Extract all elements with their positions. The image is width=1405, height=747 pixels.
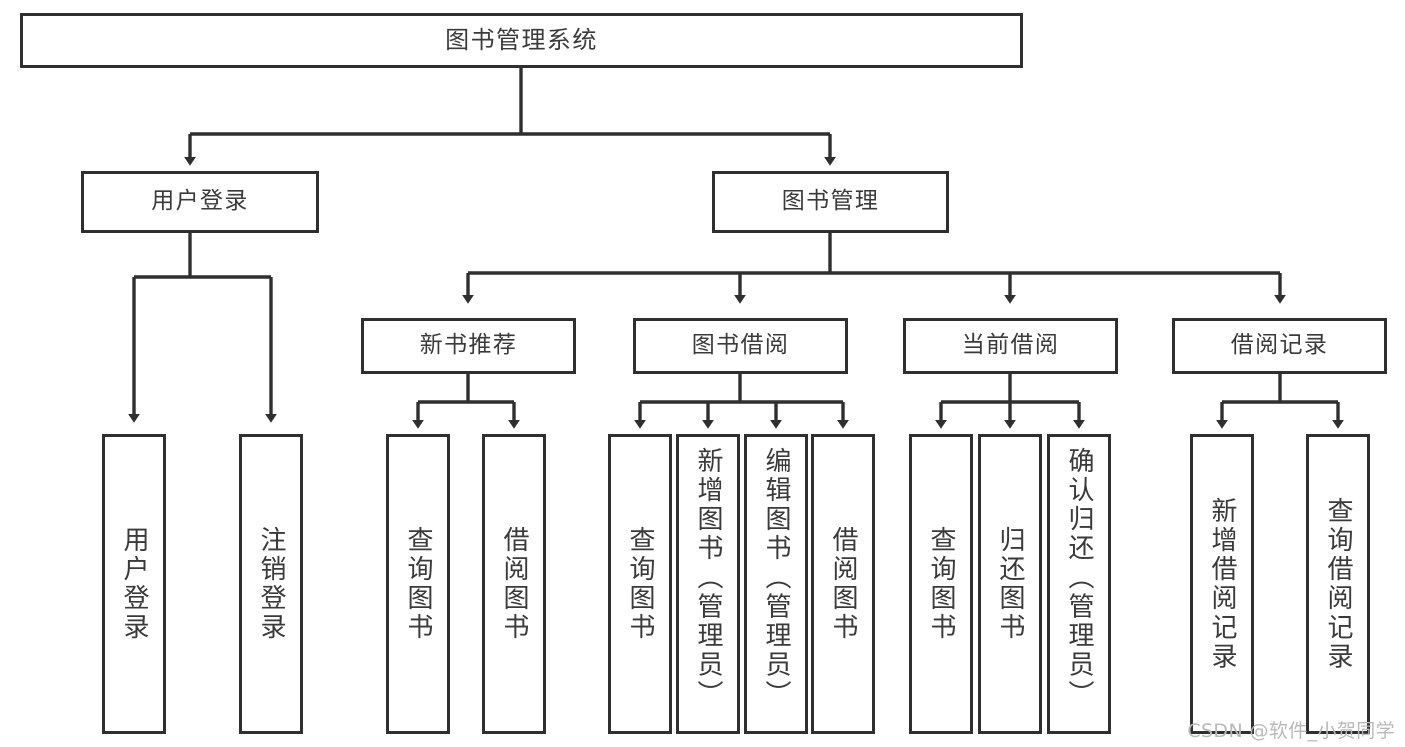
watermark: CSDN @软件_小贺同学 <box>1187 720 1395 742</box>
node-label: 图书借阅 <box>691 332 790 359</box>
node-label: 编辑图书（管理员） <box>761 447 791 710</box>
node-label: 借阅图书 <box>499 525 529 643</box>
leaf-borrow-book-recommend[interactable]: 借阅图书 <box>482 434 546 734</box>
node-label: 借阅图书 <box>828 525 858 643</box>
leaf-edit-book-admin[interactable]: 编辑图书（管理员） <box>744 434 808 734</box>
leaf-user-login[interactable]: 用户登录 <box>102 434 166 734</box>
leaf-confirm-return-admin[interactable]: 确认归还（管理员） <box>1047 434 1111 734</box>
node-new-book-recommend[interactable]: 新书推荐 <box>361 318 576 374</box>
node-label: 当前借阅 <box>961 332 1060 359</box>
node-label: 查询图书 <box>926 525 956 643</box>
leaf-query-book-current[interactable]: 查询图书 <box>909 434 973 734</box>
node-book-borrow[interactable]: 图书借阅 <box>633 318 848 374</box>
node-label: 新书推荐 <box>419 332 518 359</box>
node-label: 用户登录 <box>119 525 149 643</box>
leaf-query-book-borrow[interactable]: 查询图书 <box>608 434 672 734</box>
node-label: 确认归还（管理员） <box>1064 447 1094 710</box>
leaf-return-book[interactable]: 归还图书 <box>978 434 1042 734</box>
node-label: 注销登录 <box>256 525 286 643</box>
node-label: 图书管理 <box>781 188 880 215</box>
node-label: 新增图书（管理员） <box>693 447 723 710</box>
leaf-borrow-book[interactable]: 借阅图书 <box>811 434 875 734</box>
node-label: 图书管理系统 <box>445 26 598 55</box>
node-label: 新增借阅记录 <box>1207 496 1237 672</box>
node-user-login[interactable]: 用户登录 <box>81 171 319 233</box>
node-label: 用户登录 <box>151 188 249 215</box>
node-book-management[interactable]: 图书管理 <box>712 171 949 233</box>
leaf-add-borrow-record[interactable]: 新增借阅记录 <box>1190 434 1254 734</box>
node-label: 查询图书 <box>625 525 655 643</box>
leaf-logout[interactable]: 注销登录 <box>239 434 303 734</box>
node-root-book-management-system[interactable]: 图书管理系统 <box>20 13 1023 68</box>
node-label: 借阅记录 <box>1230 332 1329 359</box>
node-label: 查询图书 <box>403 525 433 643</box>
node-borrow-record[interactable]: 借阅记录 <box>1172 318 1387 374</box>
leaf-query-book-recommend[interactable]: 查询图书 <box>386 434 450 734</box>
leaf-query-borrow-record[interactable]: 查询借阅记录 <box>1306 434 1370 734</box>
node-label: 查询借阅记录 <box>1323 496 1353 672</box>
node-label: 归还图书 <box>995 525 1025 643</box>
leaf-add-book-admin[interactable]: 新增图书（管理员） <box>676 434 740 734</box>
node-current-borrow[interactable]: 当前借阅 <box>903 318 1118 374</box>
